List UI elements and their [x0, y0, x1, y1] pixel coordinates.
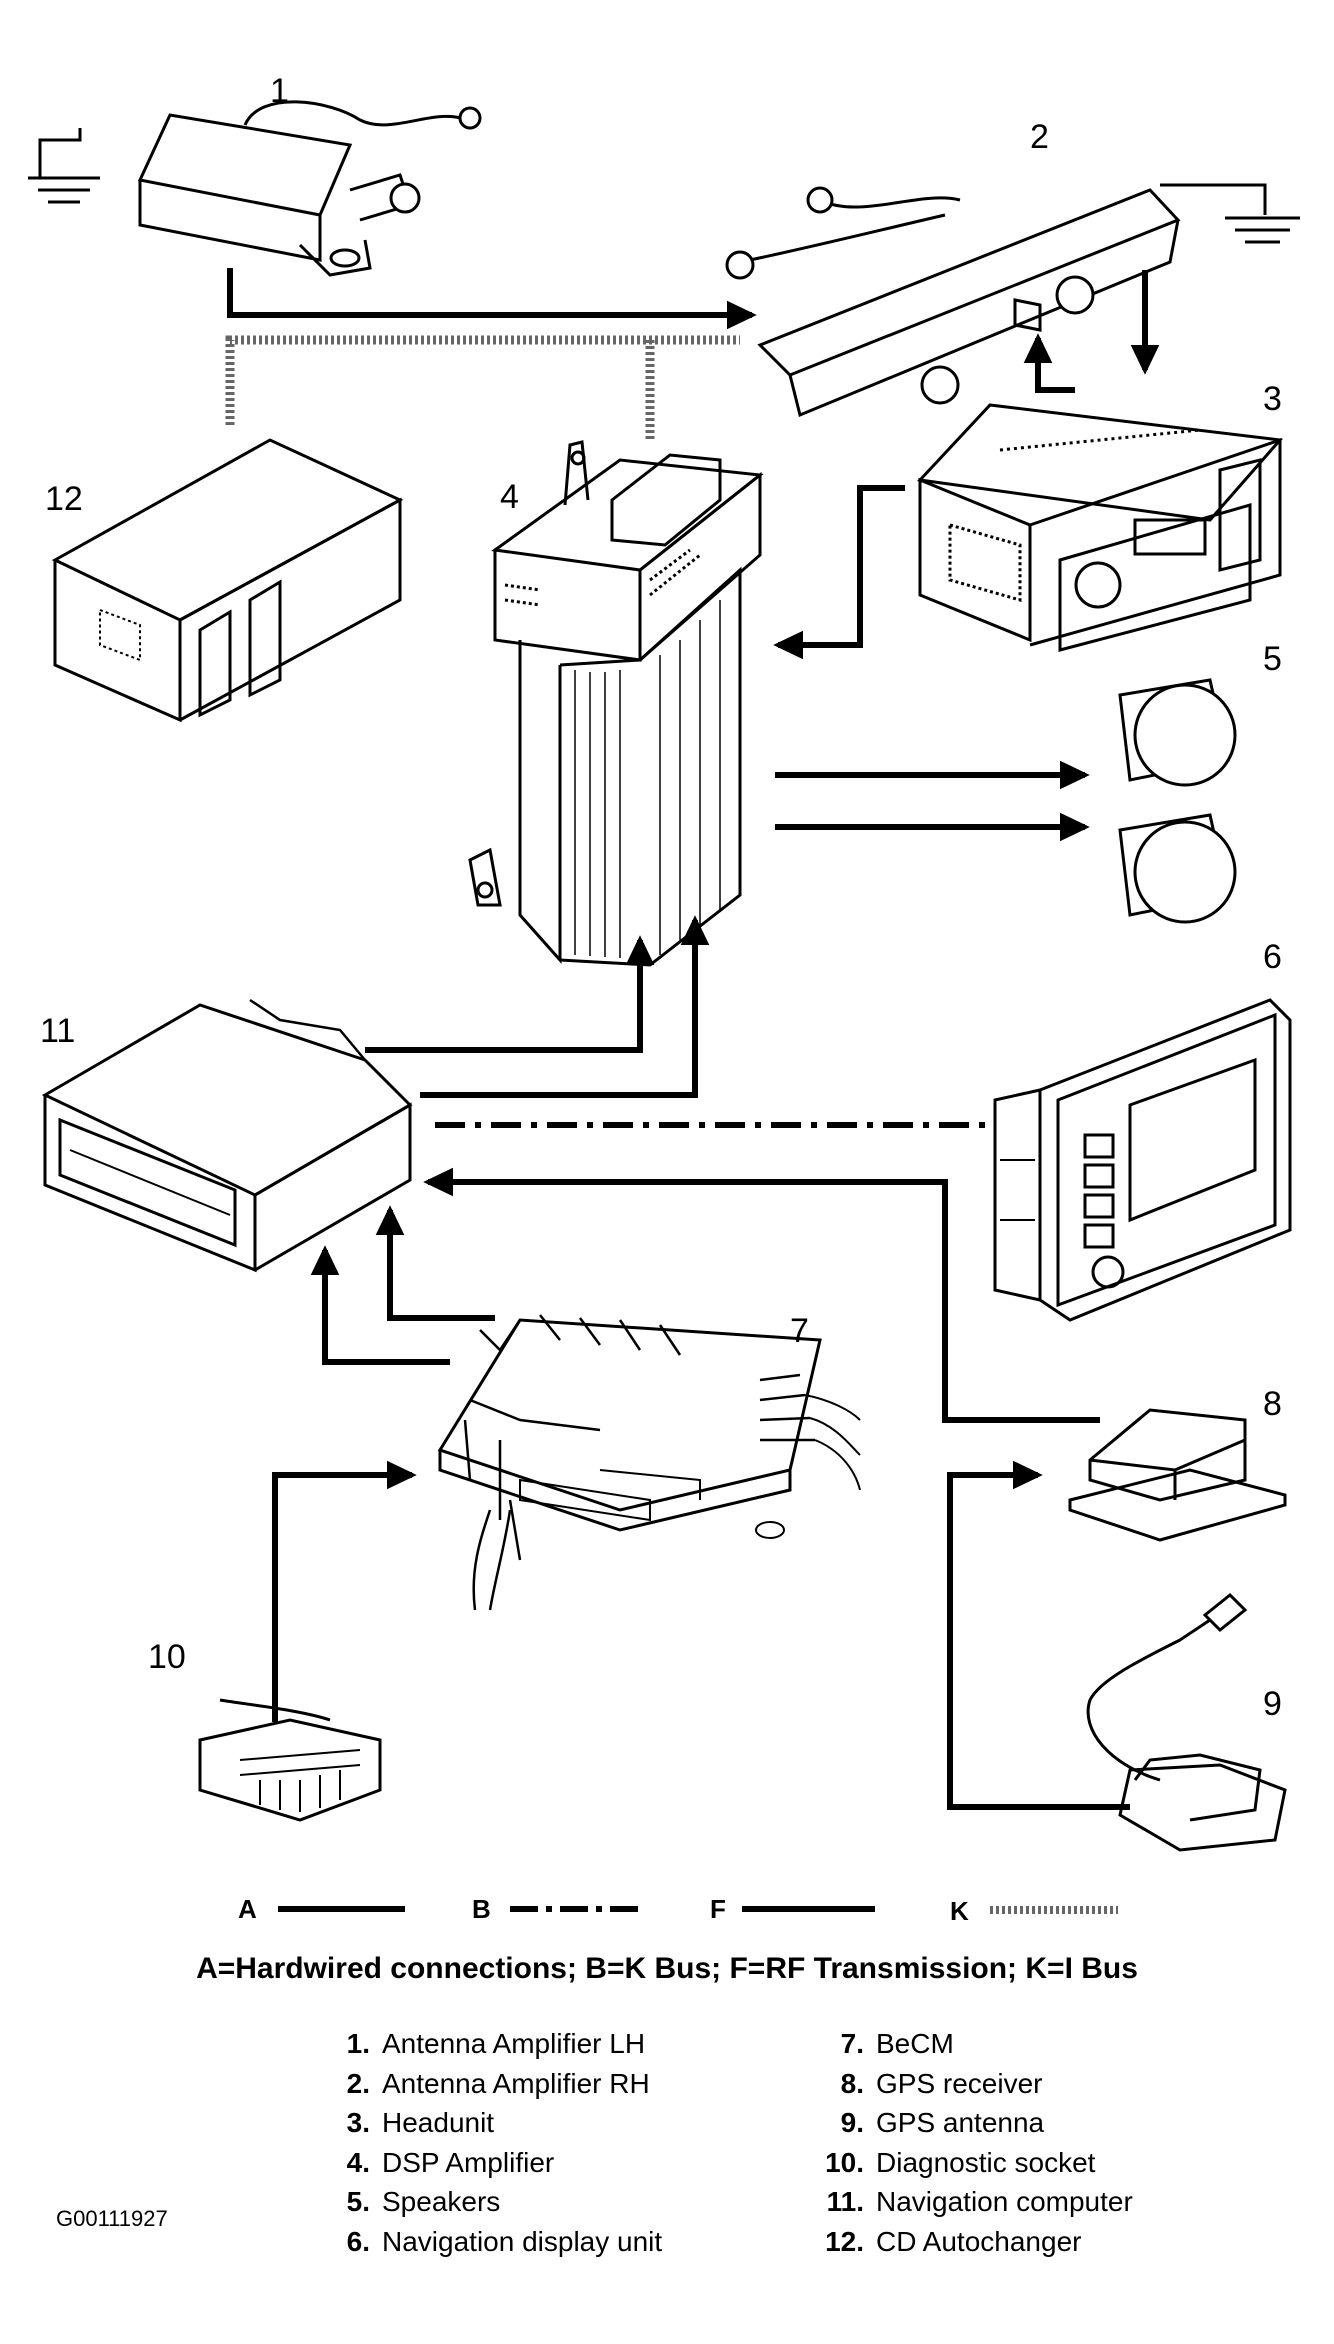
part-name: CD Autochanger	[876, 2225, 1082, 2257]
part-number: 11.	[826, 2186, 864, 2217]
part-number: 5.	[346, 2186, 370, 2217]
parts-list-item: 6. Navigation display unit	[318, 2222, 663, 2262]
part-number: 6.	[346, 2225, 370, 2257]
part-number: 4.	[346, 2146, 370, 2178]
part-name: DSP Amplifier	[382, 2146, 555, 2178]
part-name: Antenna Amplifier RH	[382, 2067, 650, 2099]
legend-key-f: F	[710, 1894, 726, 1924]
connection-7-to-11b	[310, 1245, 450, 1365]
parts-list-item: 11. Navigation computer	[784, 2182, 1133, 2222]
component-label-7: 7	[790, 1312, 809, 1350]
part-number: 12.	[825, 2225, 864, 2257]
legend-caption: A=Hardwired connections; B=K Bus; F=RF T…	[196, 1952, 1138, 1985]
parts-list-item: 12. CD Autochanger	[784, 2222, 1133, 2262]
parts-list-item: 7. BeCM	[784, 2024, 1133, 2064]
part-number: 1.	[346, 2028, 370, 2059]
antenna-amplifier-rh	[725, 183, 1300, 418]
connection-8-to-11	[423, 1167, 1100, 1423]
gps-antenna	[1086, 1592, 1287, 1852]
dsp-amplifier	[468, 440, 764, 967]
connection-3-to-4	[773, 485, 905, 660]
i-bus-line	[225, 335, 740, 425]
parts-list-item: 5. Speakers	[318, 2182, 662, 2222]
parts-list-right: 7. BeCM 8. GPS receiver 9. GPS antenna 10. D…	[784, 2024, 1133, 2261]
reference-code: G00111927	[56, 2206, 168, 2231]
part-number: 10.	[825, 2146, 864, 2178]
parts-list-item: 8. GPS receiver	[784, 2064, 1133, 2104]
component-label-2: 2	[1030, 118, 1049, 156]
becm	[437, 1314, 861, 1611]
parts-list-item: 9. GPS antenna	[784, 2103, 1133, 2143]
part-number: 8.	[840, 2067, 864, 2099]
component-label-12: 12	[45, 480, 83, 518]
antenna-amplifier-lh	[28, 100, 482, 277]
navigation-display-unit	[993, 998, 1292, 1322]
headunit	[916, 403, 1283, 652]
navigation-computer	[41, 998, 413, 1273]
part-name: GPS receiver	[876, 2067, 1043, 2099]
parts-list-item: 1. Antenna Amplifier LH	[318, 2024, 662, 2064]
parts-list-item: 3. Headunit	[318, 2103, 662, 2143]
component-label-1: 1	[270, 72, 289, 110]
connection-11-to-4b	[420, 915, 710, 1098]
gps-receiver	[1068, 1408, 1287, 1542]
speakers	[1118, 678, 1237, 924]
component-label-4: 4	[500, 478, 519, 516]
part-name: GPS antenna	[876, 2107, 1045, 2138]
parts-list-item: 10. Diagnostic socket	[784, 2143, 1133, 2183]
component-label-11: 11	[40, 1012, 75, 1050]
parts-list-item: 4. DSP Amplifier	[318, 2143, 662, 2183]
component-label-10: 10	[148, 1638, 186, 1676]
part-name: BeCM	[876, 2028, 954, 2059]
component-label-8: 8	[1263, 1385, 1282, 1423]
line-legend: A B F K	[238, 1894, 1118, 1926]
parts-list-left: 1. Antenna Amplifier LH 2. Antenna Amplifi…	[318, 2024, 663, 2262]
connection-10-to-7	[272, 1460, 417, 1722]
part-number: 7.	[840, 2028, 864, 2059]
part-name: Navigation display unit	[382, 2225, 663, 2257]
cd-autochanger	[51, 438, 404, 723]
connection-11-to-4a	[365, 935, 655, 1053]
part-name: Antenna Amplifier LH	[382, 2028, 646, 2059]
legend-key-a: A	[238, 1894, 257, 1924]
part-number: 3.	[346, 2107, 370, 2138]
component-label-5: 5	[1263, 640, 1282, 678]
part-name: Headunit	[382, 2107, 495, 2138]
component-label-6: 6	[1263, 938, 1282, 976]
component-label-3: 3	[1263, 380, 1282, 418]
parts-list-item: 2. Antenna Amplifier RH	[318, 2064, 662, 2104]
legend-key-b: B	[472, 1894, 491, 1924]
connection-3-to-2	[1023, 333, 1075, 393]
connections	[225, 268, 1160, 1810]
part-name: Diagnostic socket	[876, 2146, 1096, 2178]
part-name: Navigation computer	[876, 2186, 1133, 2217]
part-number: 2.	[346, 2067, 370, 2099]
component-number-labels: 1 2 3 4 5 6 7 8 9 10 11 12	[40, 72, 1282, 1723]
legend-key-k: K	[950, 1896, 969, 1926]
part-name: Speakers	[382, 2186, 501, 2217]
connection-9-to-8	[947, 1460, 1130, 1810]
component-label-9: 9	[1263, 1685, 1282, 1723]
connection-1-to-2	[227, 268, 757, 330]
diagnostic-socket	[198, 1698, 382, 1822]
part-number: 9.	[840, 2107, 864, 2138]
connection-7-to-11a	[375, 1205, 495, 1321]
